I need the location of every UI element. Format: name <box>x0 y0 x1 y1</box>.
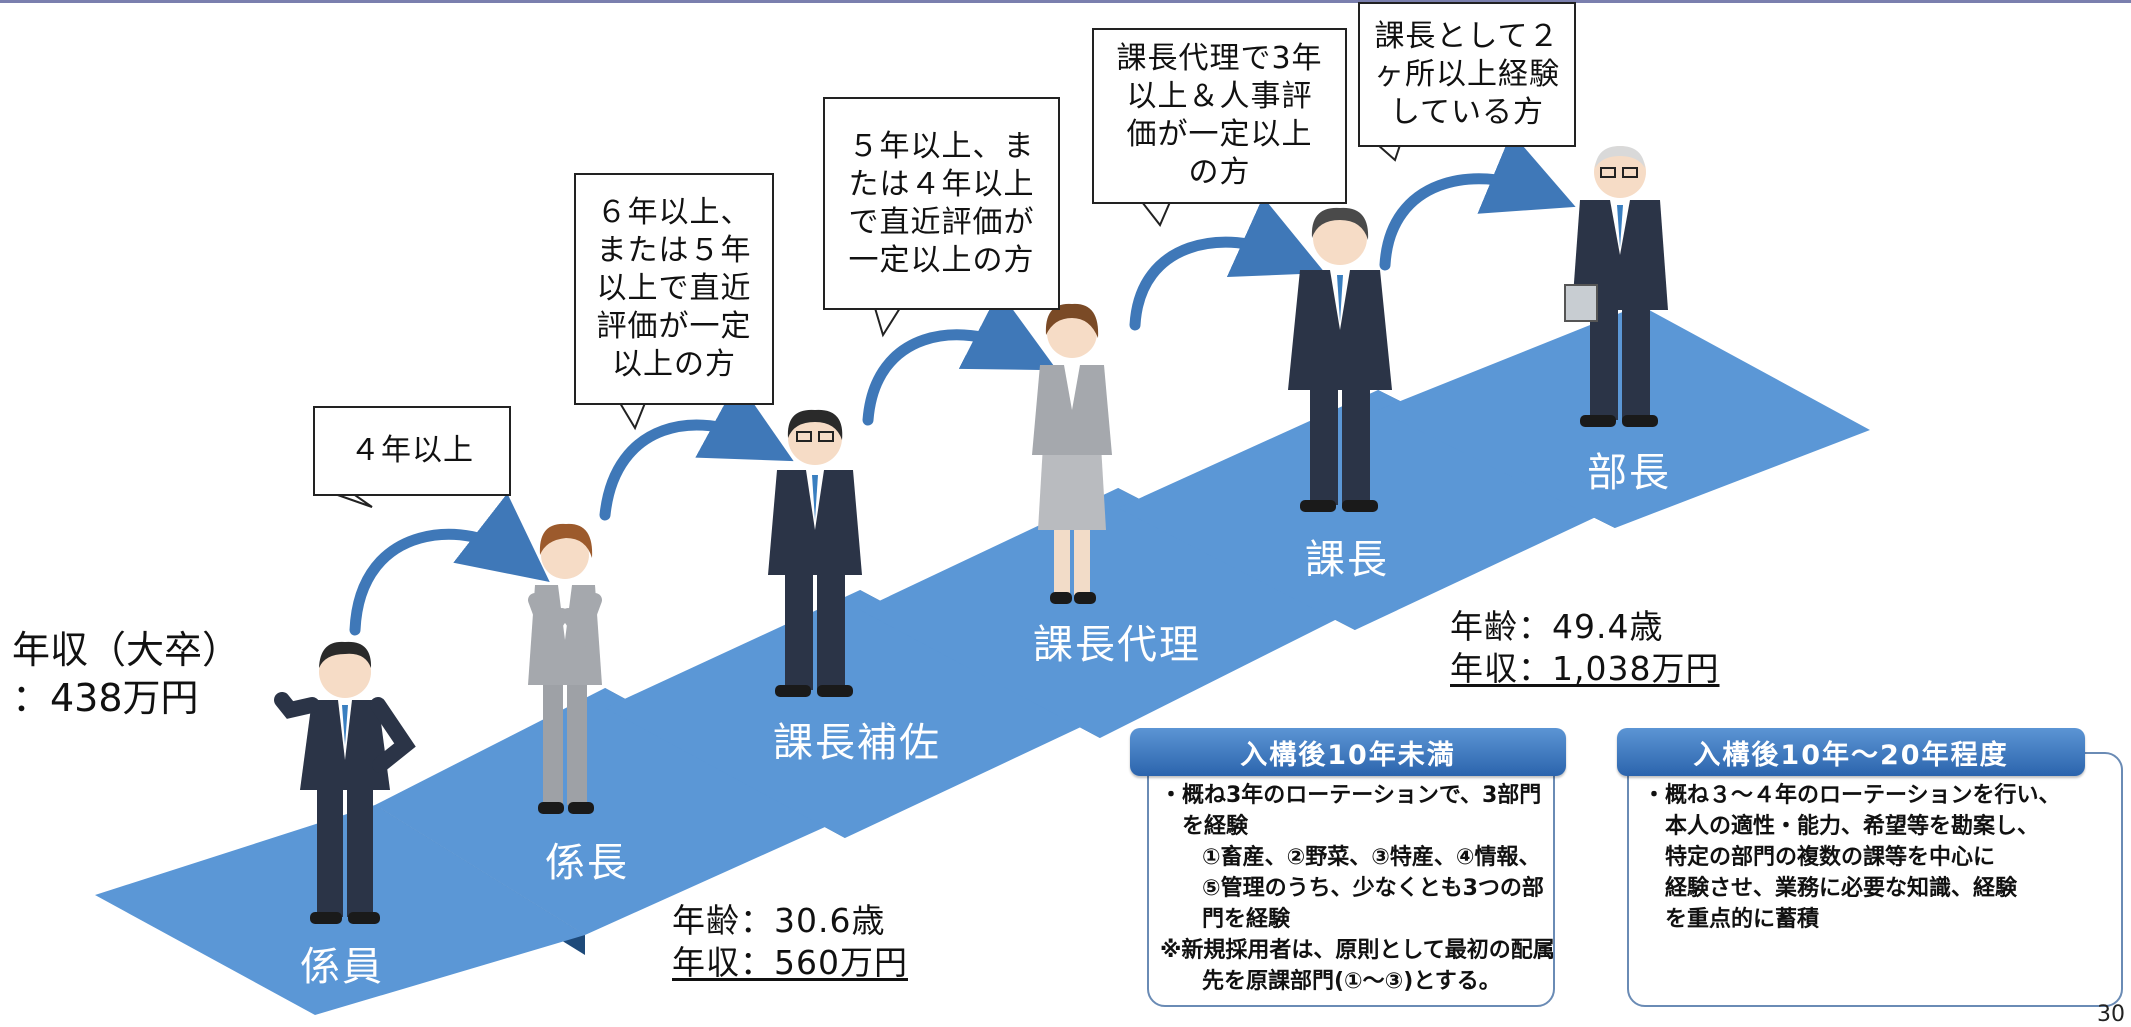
person-staff-icon <box>274 641 416 924</box>
panel-line: 経験させ、業務に必要な知識、経験 <box>1665 876 2018 901</box>
panel-line: 門を経験 <box>1202 907 1291 932</box>
panel-line: ①畜産、②野菜、③特産、④情報、 <box>1202 845 1541 870</box>
arrow-5 <box>1379 132 1576 271</box>
arrow-4 <box>1129 196 1326 331</box>
callout-requirement-1: ４年以上 <box>313 406 511 496</box>
stat-age: 年齢：49.4歳 <box>1450 607 1664 646</box>
stat-block-chief: 年齢：30.6歳 年収：560万円 <box>672 900 908 984</box>
top-border <box>0 0 2131 3</box>
starting-salary-label: 年収（大卒） <box>12 628 241 672</box>
panel-note: ※新規採用者は、原則として最初の配属 <box>1160 938 1555 963</box>
step-label-chief: 係長 <box>545 840 629 886</box>
panel-line: ・概ね３～４年のローテーションを行い、 <box>1643 783 2061 808</box>
panel-10-to-20-years-body: ・概ね３～４年のローテーションを行い、 本人の適性・能力、希望等を勘案し、 特定… <box>1643 780 2061 935</box>
person-deputy-manager-icon <box>1032 303 1112 604</box>
step-label-director: 部長 <box>1587 450 1671 496</box>
stat-salary: 年収：560万円 <box>672 943 908 982</box>
stat-block-manager: 年齢：49.4歳 年収：1,038万円 <box>1450 606 1719 690</box>
step-2 <box>375 688 845 935</box>
starting-salary: 年収（大卒） ：438万円 <box>12 626 240 722</box>
panel-note: 先を原課部門(①～③)とする。 <box>1202 969 1501 994</box>
panel-line: ⑤管理のうち、少なくとも3つの部 <box>1202 876 1544 901</box>
person-manager-icon <box>1288 207 1392 512</box>
stat-salary: 年収：1,038万円 <box>1450 649 1720 688</box>
person-assistant-manager-icon <box>768 409 862 697</box>
arrow-3 <box>862 290 1058 426</box>
panel-line: ・概ね3年のローテーションで、3部門 <box>1160 783 1542 808</box>
callout-requirement-5: 課長として２ ヶ所以上経験 している方 <box>1358 2 1576 147</box>
panel-under-10-years <box>1147 752 1555 1007</box>
step-label-deputy-manager: 課長代理 <box>1033 622 1201 668</box>
person-chief-icon <box>528 523 602 814</box>
step-label-assistant-manager: 課長補佐 <box>773 720 941 766</box>
panel-line: を重点的に蓄積 <box>1665 907 1820 932</box>
callout-tail-4 <box>1139 201 1172 227</box>
starting-salary-value: ：438万円 <box>12 676 199 720</box>
panel-line: を経験 <box>1182 814 1249 839</box>
callout-requirement-4: 課長代理で3年 以上＆人事評 価が一定以上 の方 <box>1092 28 1347 204</box>
step-label-manager: 課長 <box>1305 537 1389 583</box>
callout-tail-2 <box>618 402 647 431</box>
panel-line: 本人の適性・能力、希望等を勘案し、 <box>1665 814 2040 839</box>
panel-10-to-20-years-title: 入構後10年～20年程度 <box>1617 728 2085 776</box>
callout-requirement-3: ５年以上、ま たは４年以上 で直近評価が 一定以上の方 <box>823 97 1060 310</box>
panel-line: 特定の部門の複数の課等を中心に <box>1665 845 1996 870</box>
step-label-staff: 係員 <box>300 944 384 990</box>
person-director-icon <box>1564 146 1668 427</box>
panel-10-to-20-years <box>1627 752 2123 1007</box>
callout-tail-5 <box>1375 144 1402 162</box>
arrow-1 <box>349 493 550 636</box>
stat-age: 年齢：30.6歳 <box>672 901 886 940</box>
panel-under-10-years-body: ・概ね3年のローテーションで、3部門 を経験 ①畜産、②野菜、③特産、④情報、 … <box>1160 780 1555 997</box>
callout-tail-3 <box>873 307 902 338</box>
arrow-2 <box>599 380 794 521</box>
callout-requirement-2: ６年以上、 または５年 以上で直近 評価が一定 以上の方 <box>574 173 774 405</box>
panel-under-10-years-title: 入構後10年未満 <box>1130 728 1566 776</box>
